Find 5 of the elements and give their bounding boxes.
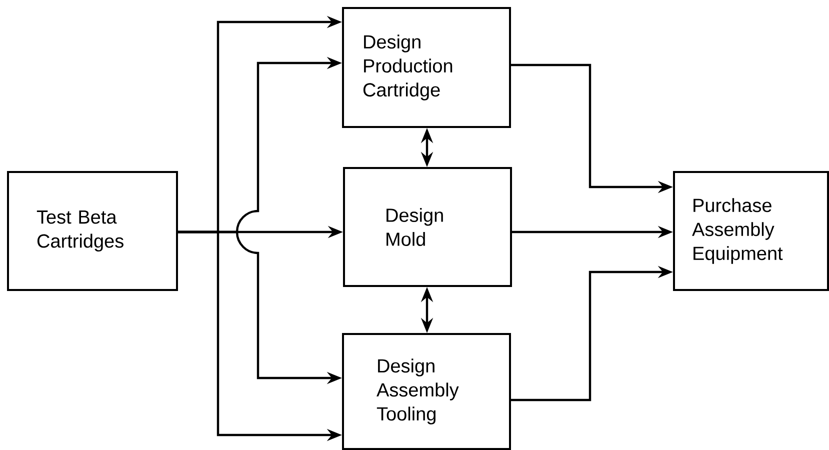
process-box: Purchase Assembly Equipment xyxy=(673,171,829,291)
process-box: Design Assembly Tooling xyxy=(342,333,511,450)
process-box: Design Mold xyxy=(343,167,512,287)
process-box: Test Beta Cartridges xyxy=(7,171,178,291)
process-box: Design Production Cartridge xyxy=(342,7,511,128)
